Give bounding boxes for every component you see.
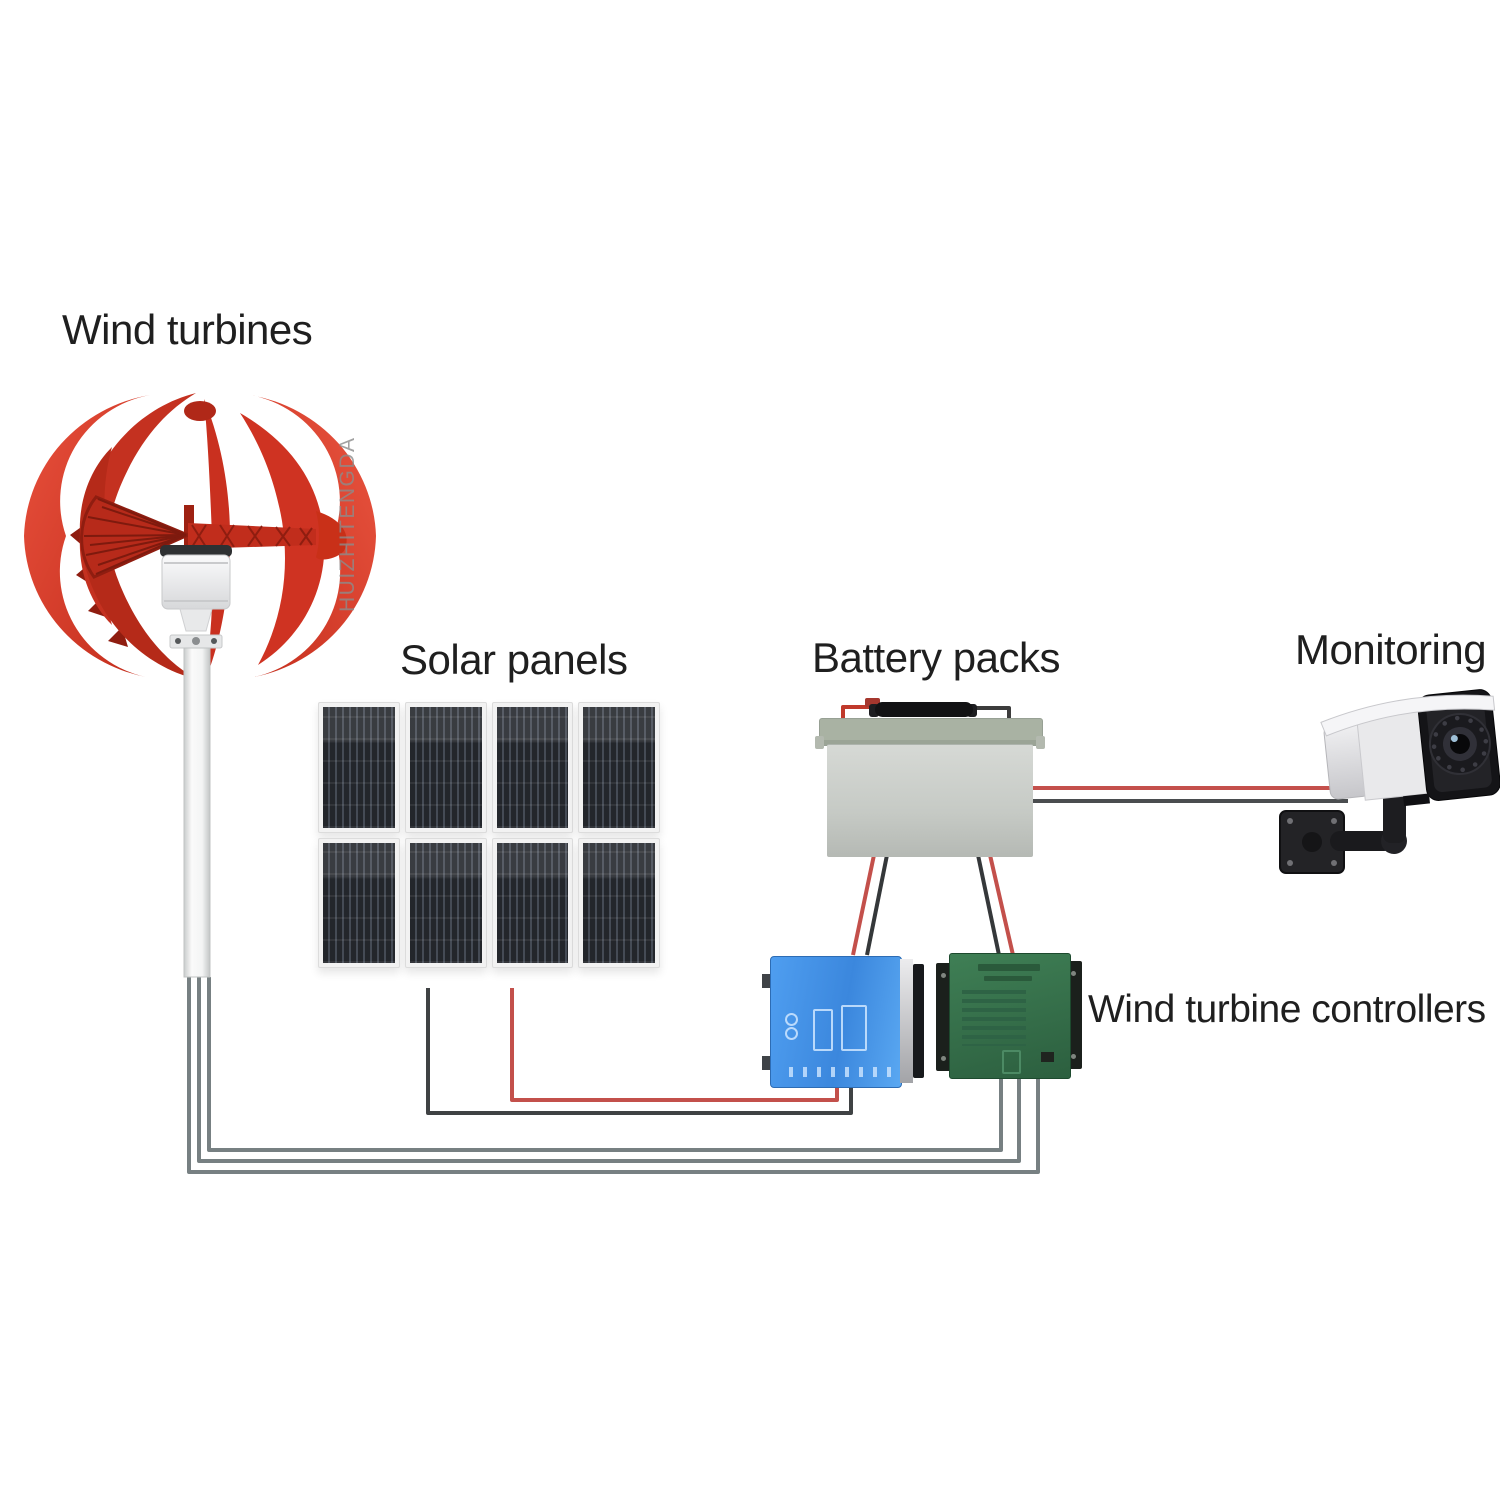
- wind-turbine-icon: [24, 393, 376, 978]
- solar-panel: [578, 837, 660, 968]
- turbine-generator: [160, 545, 232, 649]
- monitoring-label: Monitoring: [1295, 626, 1487, 673]
- turbine-top-hub: [184, 401, 216, 421]
- lens-glint: [1450, 735, 1458, 743]
- watermark-text: HUIZHITENGDA: [336, 436, 359, 613]
- turbine-pole: [183, 647, 211, 978]
- solar-panel: [578, 702, 660, 833]
- solar-panel-cells: [323, 842, 395, 963]
- screw-hole-icon: [941, 1056, 946, 1061]
- turbine-blade-outer-right: [250, 395, 376, 677]
- label-bar: [978, 964, 1040, 971]
- solar-panel-cells: [409, 842, 482, 963]
- terminal-row-icon: [789, 1067, 897, 1077]
- controller-dial-icon: [785, 1027, 798, 1040]
- solar-controller-fin: [913, 964, 924, 1078]
- label-bar: [984, 976, 1032, 981]
- solar-panel-cells: [583, 707, 655, 828]
- battery-handle: [875, 702, 973, 717]
- battery-to-solar-controller-neg: [865, 854, 889, 956]
- battery-packs-label: Battery packs: [812, 634, 1060, 681]
- screw-hole-icon: [1071, 1054, 1076, 1059]
- battery-to-wind-controller-neg: [976, 854, 1001, 956]
- solar-panel: [491, 837, 574, 968]
- camera-mount-tab: [1403, 793, 1430, 807]
- solar-panel: [404, 837, 487, 968]
- battery-icon: [841, 1005, 867, 1051]
- battery-icon: [813, 1009, 833, 1051]
- wind-turbines-label: Wind turbines: [62, 306, 313, 353]
- turbine-hub: [80, 495, 347, 579]
- solar-panel-cells: [409, 707, 482, 828]
- solar-panel-cells: [496, 707, 569, 828]
- battery-lid-lip-left: [815, 736, 824, 749]
- solar-panel: [491, 702, 574, 833]
- wind-controller-face: [949, 953, 1071, 1079]
- camera-body: [1320, 689, 1500, 807]
- camera-sun-visor: [1320, 694, 1496, 737]
- solar-panel: [318, 837, 400, 968]
- battery-positive-terminal: [865, 698, 880, 707]
- battery-pack: [815, 694, 1045, 858]
- screw-hole-icon: [1071, 971, 1076, 976]
- screw-hole-icon: [941, 973, 946, 978]
- turbine-blade-mid-right: [240, 413, 325, 665]
- solar-panel-cells: [323, 707, 395, 828]
- ir-led-ring: [1431, 715, 1489, 773]
- battery-to-wind-controller-pos: [988, 854, 1015, 956]
- wind-turbine-controller: [936, 951, 1082, 1081]
- spec-text-block: [962, 990, 1026, 1046]
- battery-to-solar-controller-pos: [851, 854, 876, 956]
- battery-lid: [819, 718, 1043, 746]
- battery-body: [827, 744, 1033, 857]
- turbine-blade-outer-left: [24, 395, 150, 677]
- controller-dial-icon: [785, 1013, 798, 1026]
- solar-controller-heatsink: [900, 959, 913, 1083]
- wind-turbine-controllers-label: Wind turbine controllers: [1088, 988, 1486, 1031]
- emblem-icon: [1002, 1050, 1021, 1074]
- solar-panel-cells: [583, 842, 655, 963]
- solar-controller-face: [770, 956, 902, 1088]
- solar-panel: [318, 702, 400, 833]
- battery-lid-lip-right: [1036, 736, 1045, 749]
- solar-panel: [404, 702, 487, 833]
- solar-charge-controller: [762, 950, 926, 1092]
- sticker-label: [1041, 1052, 1054, 1062]
- solar-panel-grid: [318, 702, 660, 968]
- cctv-camera-icon: [1279, 689, 1500, 874]
- camera-wall-bracket: [1279, 779, 1412, 874]
- solar-panel-cells: [496, 842, 569, 963]
- solar-panels-label: Solar panels: [400, 636, 628, 683]
